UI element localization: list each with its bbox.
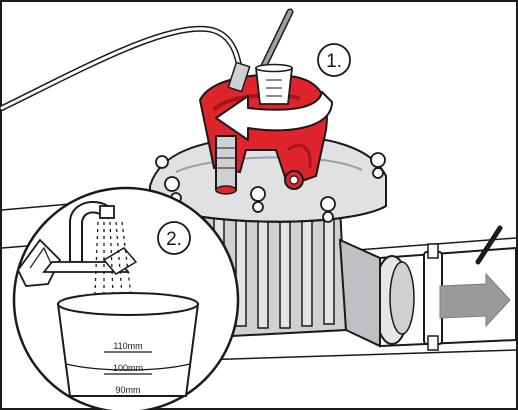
cup-mark-110: 110mm bbox=[113, 341, 142, 351]
cup-mark-100: 100mm bbox=[113, 363, 143, 373]
measuring-cup-icon bbox=[256, 65, 292, 105]
step-2-label: 2. bbox=[166, 229, 182, 250]
step-2-badge: 2. bbox=[158, 222, 190, 254]
step-1-badge: 1. bbox=[318, 44, 350, 76]
cup-mark-90: 90mm bbox=[115, 385, 140, 395]
step-1-label: 1. bbox=[326, 51, 342, 72]
pipe-clamp bbox=[424, 252, 442, 344]
detail-magnifier: 110mm 100mm 90mm 2. bbox=[14, 188, 238, 410]
large-measuring-cup: 110mm 100mm 90mm bbox=[58, 293, 198, 396]
